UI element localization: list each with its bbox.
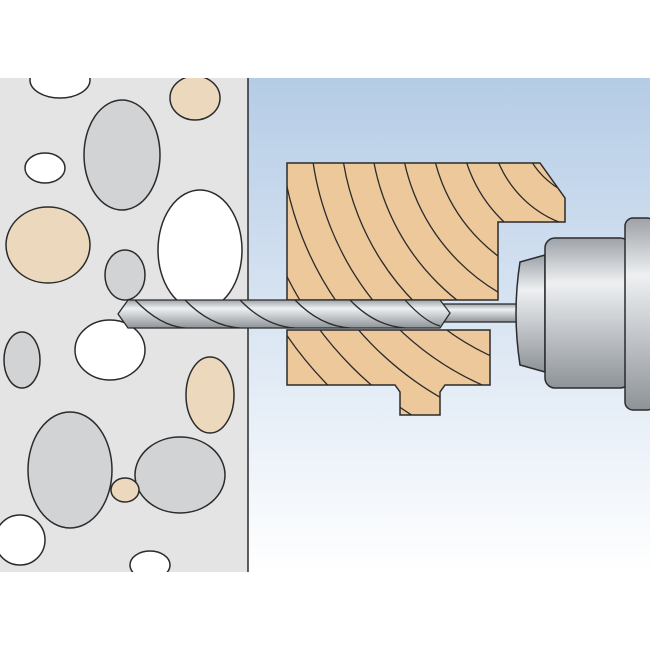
drill-chuck xyxy=(515,217,650,411)
drill-bit xyxy=(117,299,521,329)
